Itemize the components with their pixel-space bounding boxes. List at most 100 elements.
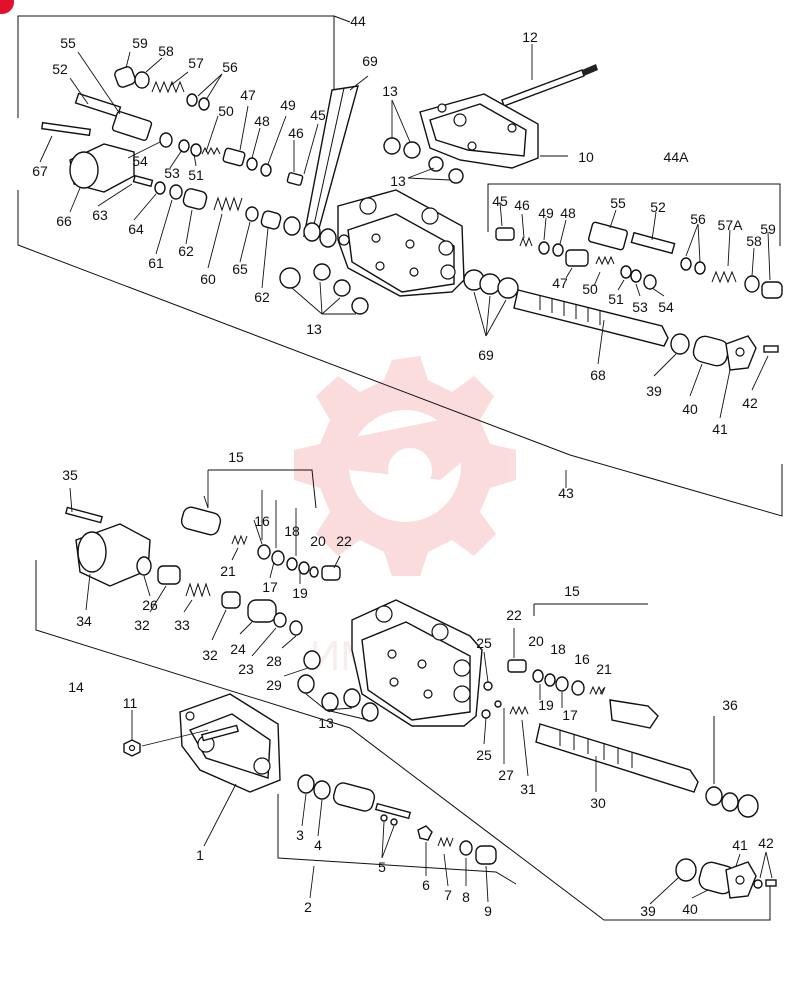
label-28: 28: [266, 653, 282, 669]
label-17-a: 17: [262, 579, 278, 595]
part-11-nut: [123, 739, 141, 757]
label-51: 51: [188, 167, 204, 183]
label-51-b: 51: [608, 291, 624, 307]
label-39-b: 39: [640, 903, 656, 919]
label-45: 45: [310, 107, 326, 123]
label-20-a: 20: [310, 533, 326, 549]
label-11: 11: [123, 695, 138, 711]
label-40-b: 40: [682, 901, 698, 917]
label-64: 64: [128, 221, 144, 237]
upper-right-endcap: [670, 333, 779, 371]
label-42-a: 42: [742, 395, 758, 411]
label-48-b: 48: [560, 205, 576, 221]
group-2-parts: [297, 774, 497, 865]
label-19-a: 19: [292, 585, 308, 601]
label-27: 27: [498, 767, 514, 783]
label-43: 43: [558, 485, 574, 501]
label-52: 52: [52, 61, 68, 77]
label-53-b: 53: [632, 299, 648, 315]
label-65: 65: [232, 261, 248, 277]
label-19-b: 19: [538, 697, 554, 713]
label-16-a: 16: [254, 513, 270, 529]
label-69-b: 69: [478, 347, 494, 363]
label-59-b: 59: [760, 221, 776, 237]
label-4: 4: [314, 837, 322, 853]
label-15-b: 15: [564, 583, 580, 599]
label-20-b: 20: [528, 633, 544, 649]
label-50: 50: [218, 103, 234, 119]
label-32-b: 32: [202, 647, 218, 663]
label-12: 12: [522, 29, 538, 45]
label-35: 35: [62, 467, 78, 483]
label-63: 63: [92, 207, 108, 223]
bracket-15-top: [208, 469, 317, 509]
upper-right-parts: [463, 221, 783, 299]
leader-lines: [39, 44, 773, 905]
label-61: 61: [148, 255, 164, 271]
label-13: 13: [382, 83, 398, 99]
watermark-logo: ИМПЕХ: [294, 356, 516, 679]
part-labels: 44 12 59 55 58 57 56 52 69 13 10 47 49 5…: [32, 13, 776, 919]
label-58-b: 58: [746, 233, 762, 249]
label-25-a: 25: [476, 635, 492, 651]
label-16-b: 16: [574, 651, 590, 667]
label-57: 57: [188, 55, 204, 71]
label-7: 7: [444, 887, 452, 903]
label-44A: 44A: [664, 149, 690, 165]
label-48: 48: [254, 113, 270, 129]
label-13-c: 13: [306, 321, 322, 337]
label-23: 23: [238, 661, 254, 677]
label-49: 49: [280, 97, 296, 113]
label-9: 9: [484, 903, 492, 919]
label-36: 36: [722, 697, 738, 713]
label-56-b: 56: [690, 211, 706, 227]
label-30: 30: [590, 795, 606, 811]
label-57A: 57A: [718, 217, 744, 233]
lower-right-parts: [481, 603, 759, 818]
label-31: 31: [520, 781, 536, 797]
label-66: 66: [56, 213, 72, 229]
part-10-cover: [419, 93, 539, 169]
upper-valve-body: [337, 189, 465, 297]
label-10: 10: [578, 149, 594, 165]
label-62-a: 62: [178, 243, 194, 259]
label-40-a: 40: [682, 401, 698, 417]
label-44-top: 44: [350, 13, 366, 29]
label-21-b: 21: [596, 661, 612, 677]
label-34: 34: [76, 613, 92, 629]
label-54-b: 54: [658, 299, 674, 315]
lower-endcap: [675, 858, 777, 899]
label-2: 2: [304, 899, 312, 915]
label-15-a: 15: [228, 449, 244, 465]
label-8: 8: [462, 889, 470, 905]
part-68-spool: [513, 289, 669, 347]
label-41-a: 41: [712, 421, 728, 437]
label-25-b: 25: [476, 747, 492, 763]
label-67: 67: [32, 163, 48, 179]
label-68: 68: [590, 367, 606, 383]
label-32-a: 32: [134, 617, 150, 633]
label-69: 69: [362, 53, 378, 69]
bracket-44-bottom: [17, 190, 783, 517]
bracket-14: [35, 560, 771, 921]
bracket-44A: [487, 183, 781, 246]
label-33: 33: [174, 617, 190, 633]
label-18-b: 18: [550, 641, 566, 657]
label-13-b: 13: [390, 173, 406, 189]
lower-left-parts: [64, 506, 379, 722]
label-59: 59: [132, 35, 148, 51]
label-55-b: 55: [610, 195, 626, 211]
part-1-block: [179, 693, 281, 793]
bracket-2: [277, 794, 517, 885]
label-52-b: 52: [650, 199, 666, 215]
label-14: 14: [68, 679, 84, 695]
label-29: 29: [266, 677, 282, 693]
label-1: 1: [196, 847, 204, 863]
label-17-b: 17: [562, 707, 578, 723]
label-58: 58: [158, 43, 174, 59]
upper-left-parts: [41, 66, 337, 248]
label-21-a: 21: [220, 563, 236, 579]
part-12-rod: [501, 64, 598, 107]
label-22-b: 22: [506, 607, 522, 623]
